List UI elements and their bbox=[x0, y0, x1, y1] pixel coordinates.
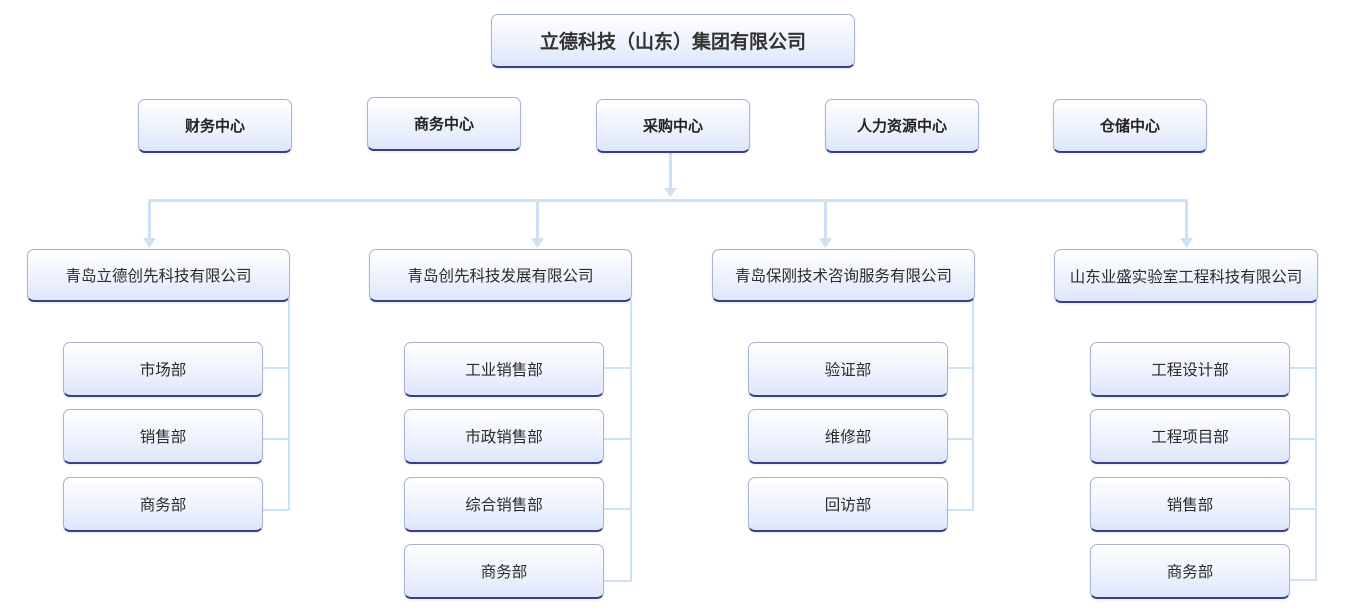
center-procurement[interactable]: 采购中心 bbox=[596, 99, 750, 153]
dept-bracket-spine-1 bbox=[288, 300, 290, 511]
dept-1-business[interactable]: 商务部 bbox=[63, 477, 263, 532]
center-finance[interactable]: 财务中心 bbox=[138, 99, 292, 153]
dept-2-industrial-sales[interactable]: 工业销售部 bbox=[404, 342, 604, 397]
dept-tick-4-2 bbox=[1289, 438, 1317, 440]
dept-bracket-spine-2 bbox=[630, 300, 632, 582]
dept-tick-1-2 bbox=[262, 438, 290, 440]
dept-tick-2-4 bbox=[603, 580, 632, 582]
dept-4-engineering-project[interactable]: 工程项目部 bbox=[1090, 409, 1290, 464]
branch-connector-2 bbox=[536, 199, 539, 239]
dept-bracket-spine-4 bbox=[1315, 300, 1317, 581]
branch-connector-3 bbox=[824, 199, 827, 239]
dept-2-municipal-sales[interactable]: 市政销售部 bbox=[404, 409, 604, 464]
dept-bracket-spine-3 bbox=[972, 300, 974, 511]
dept-tick-1-1 bbox=[262, 367, 290, 369]
dept-3-verification[interactable]: 验证部 bbox=[748, 342, 948, 397]
dept-tick-2-3 bbox=[603, 508, 632, 510]
dept-tick-3-1 bbox=[946, 367, 974, 369]
branch-connector-1 bbox=[148, 199, 151, 239]
dept-tick-2-2 bbox=[603, 438, 632, 440]
dept-tick-3-2 bbox=[946, 438, 974, 440]
dept-4-business[interactable]: 商务部 bbox=[1090, 544, 1290, 599]
arrowhead-branch-1 bbox=[143, 238, 156, 248]
dept-tick-4-3 bbox=[1289, 508, 1317, 510]
dept-tick-4-4 bbox=[1289, 579, 1317, 581]
dept-1-sales[interactable]: 销售部 bbox=[63, 409, 263, 464]
arrowhead-trunk bbox=[664, 188, 677, 197]
company-shandong-yesheng[interactable]: 山东业盛实验室工程科技有限公司 bbox=[1054, 249, 1318, 303]
dept-2-general-sales[interactable]: 综合销售部 bbox=[404, 477, 604, 532]
arrowhead-branch-3 bbox=[819, 238, 832, 248]
arrowhead-branch-4 bbox=[1180, 238, 1193, 248]
arrowhead-branch-2 bbox=[531, 238, 544, 248]
dept-2-business[interactable]: 商务部 bbox=[404, 544, 604, 599]
company-qingdao-lide-chuangxian[interactable]: 青岛立德创先科技有限公司 bbox=[27, 249, 290, 302]
company-qingdao-baogang[interactable]: 青岛保刚技术咨询服务有限公司 bbox=[712, 249, 975, 302]
company-qingdao-chuangxian-fazhan[interactable]: 青岛创先科技发展有限公司 bbox=[369, 249, 632, 302]
branch-connector-4 bbox=[1185, 199, 1188, 239]
dept-4-sales[interactable]: 销售部 bbox=[1090, 477, 1290, 532]
dept-tick-4-1 bbox=[1289, 367, 1317, 369]
root-company-box[interactable]: 立德科技（山东）集团有限公司 bbox=[491, 14, 855, 68]
dept-3-follow-up[interactable]: 回访部 bbox=[748, 477, 948, 532]
trunk-vertical-connector bbox=[669, 153, 672, 192]
dept-3-maintenance[interactable]: 维修部 bbox=[748, 409, 948, 464]
horizontal-bus-connector bbox=[148, 199, 1188, 202]
center-human-resources[interactable]: 人力资源中心 bbox=[825, 99, 979, 153]
dept-4-engineering-design[interactable]: 工程设计部 bbox=[1090, 342, 1290, 397]
dept-tick-1-3 bbox=[262, 509, 290, 511]
center-business[interactable]: 商务中心 bbox=[367, 97, 521, 151]
dept-1-marketing[interactable]: 市场部 bbox=[63, 342, 263, 397]
center-warehousing[interactable]: 仓储中心 bbox=[1053, 99, 1207, 153]
dept-tick-2-1 bbox=[603, 367, 632, 369]
dept-tick-3-3 bbox=[946, 509, 974, 511]
